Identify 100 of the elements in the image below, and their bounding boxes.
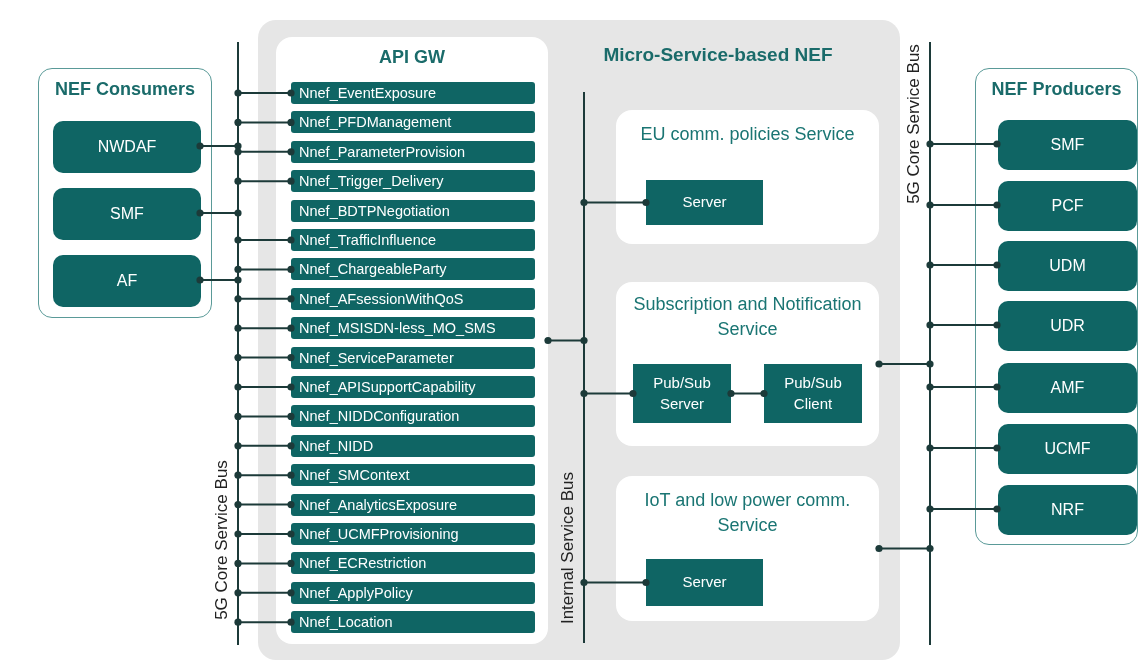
api-operation-box [291, 229, 535, 251]
api-operation-box [291, 258, 535, 281]
node-label: UCMF [1044, 440, 1091, 458]
api-operation-box [291, 405, 535, 428]
group-title: API GW [378, 47, 446, 68]
group-title: NEF Consumers [54, 79, 196, 100]
node-label: Nnef_PFDManagement [299, 114, 452, 131]
node-label: NWDAF [97, 138, 157, 156]
node-label: Nnef_UCMFProvisioning [299, 526, 459, 542]
node-label: Pub/Sub Client [783, 373, 843, 414]
connector [580, 198, 650, 207]
panel-box [276, 37, 548, 644]
connector [926, 383, 1001, 391]
bus-line [929, 42, 931, 645]
bus-label: 5G Core Service Bus [212, 459, 232, 622]
connector [234, 118, 295, 126]
bus-label: 5G Core Service Bus [904, 43, 924, 206]
connector [234, 530, 295, 538]
node-label: Nnef_SMContext [299, 467, 410, 484]
node-box [998, 120, 1137, 170]
node-label: Nnef_Trigger_Delivery [299, 173, 444, 190]
server-box [633, 364, 731, 423]
node-label: Nnef_ServiceParameter [299, 349, 454, 366]
node-box [998, 424, 1137, 474]
connector [926, 321, 1001, 329]
api-operation-box [291, 346, 535, 369]
service-title: Subscription and Notification Service [632, 293, 863, 342]
bus-line [237, 42, 239, 645]
connector [727, 389, 768, 398]
connector [234, 383, 295, 391]
node-box [998, 241, 1137, 291]
connector [234, 442, 295, 450]
node-label: Server [682, 192, 727, 213]
connector [234, 236, 295, 244]
connector [234, 177, 295, 185]
connector [234, 618, 295, 626]
connector [234, 589, 295, 597]
bus-label: Internal Service Bus [558, 470, 578, 627]
api-operation-box [291, 552, 535, 575]
service-box [616, 282, 879, 446]
node-label: Nnef_AnalyticsExposure [299, 496, 457, 513]
connector [234, 89, 295, 97]
api-operation-box [291, 82, 535, 104]
service-box [616, 476, 879, 621]
server-box [646, 559, 763, 606]
client-box [764, 364, 862, 423]
connector [234, 501, 295, 509]
container-box [258, 20, 900, 660]
connector [234, 412, 295, 420]
node-label: UDM [1049, 257, 1086, 275]
bus-line [583, 92, 585, 643]
connector [234, 265, 295, 273]
connector [926, 140, 1001, 148]
node-label: Nnef_Location [299, 614, 393, 631]
connector [926, 505, 1001, 513]
connector [196, 209, 242, 217]
api-operation-box [291, 523, 535, 545]
node-box [998, 181, 1137, 231]
node-label: SMF [1050, 136, 1085, 154]
connector [875, 544, 934, 553]
connector [544, 336, 588, 345]
node-box [998, 485, 1137, 535]
node-label: Server [682, 572, 727, 593]
node-label: Nnef_ParameterProvision [299, 143, 466, 160]
connector [234, 295, 295, 303]
connector [234, 148, 295, 156]
node-label: Nnef_ApplyPolicy [299, 584, 413, 601]
node-label: Nnef_BDTPNegotiation [299, 202, 450, 219]
connector [196, 142, 242, 150]
node-label: Nnef_NIDDConfiguration [299, 408, 460, 425]
node-label: Nnef_APISupportCapability [299, 379, 476, 395]
group-box [975, 68, 1138, 545]
api-operation-box [291, 434, 535, 457]
connector [875, 360, 934, 368]
api-operation-box [291, 611, 535, 634]
api-operation-box [291, 493, 535, 516]
connector [926, 444, 1001, 452]
service-box [616, 110, 879, 244]
node-label: PCF [1051, 197, 1084, 215]
api-operation-box [291, 376, 535, 398]
node-box [53, 188, 201, 240]
node-label: Nnef_NIDD [299, 437, 374, 454]
api-operation-box [291, 581, 535, 604]
node-label: Nnef_ChargeableParty [299, 261, 447, 278]
api-operation-box [291, 111, 535, 134]
connector [580, 578, 650, 587]
service-title: IoT and low power comm. Service [643, 489, 852, 538]
api-operation-box [291, 170, 535, 193]
node-box [998, 301, 1137, 351]
connector [926, 261, 1001, 269]
group-title: Micro-Service-based NEF [602, 44, 834, 66]
api-operation-box [291, 464, 535, 487]
node-box [53, 255, 201, 307]
node-label: Nnef_TrafficInfluence [299, 232, 437, 248]
node-label: SMF [110, 205, 144, 223]
connector [926, 201, 1001, 209]
api-operation-box [291, 140, 535, 163]
node-label: Nnef_AFsessionWithQoS [299, 290, 464, 307]
group-box [38, 68, 212, 318]
node-label: Nnef_EventExposure [299, 85, 437, 101]
